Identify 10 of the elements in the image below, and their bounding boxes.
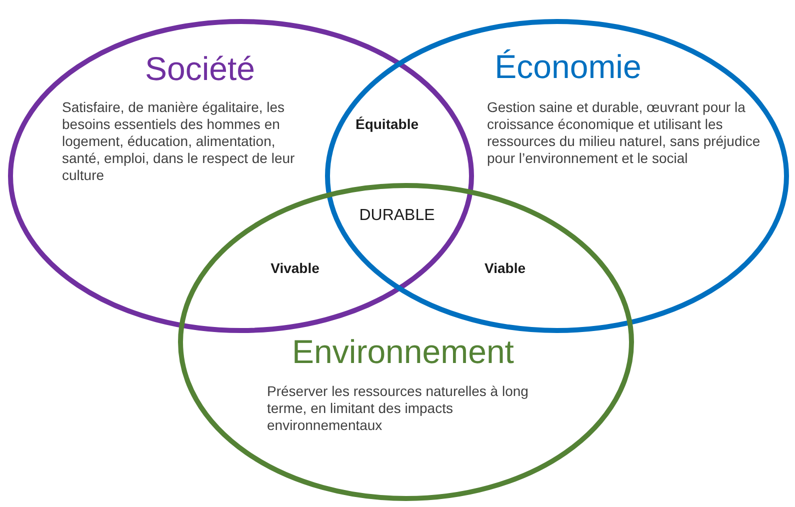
overlap-label: Viable: [484, 259, 526, 277]
ellipse-description: Satisfaire, de manière égalitaire, les besoins essentiels des hommes en logement, éducation, alimentation, santé, emploi, dans le respect de leur culture: [62, 99, 296, 184]
ellipse-description: Gestion saine et durable, œuvrant pour la croissance économique et utilisant les ressources du milieu naturel, sans préjudice pour l’environnement et le social: [487, 99, 762, 167]
ellipse-title: Société: [144, 50, 256, 88]
overlap-label: DURABLE: [359, 207, 435, 225]
ellipse-title: Environnement: [292, 333, 514, 371]
ellipse-title: Économie: [494, 48, 642, 86]
overlap-label: Équitable: [356, 115, 418, 133]
overlap-label: Vivable: [270, 259, 320, 277]
ellipse-description: Préserver les ressources naturelles à long terme, en limitant des impacts environnementaux: [267, 383, 530, 434]
